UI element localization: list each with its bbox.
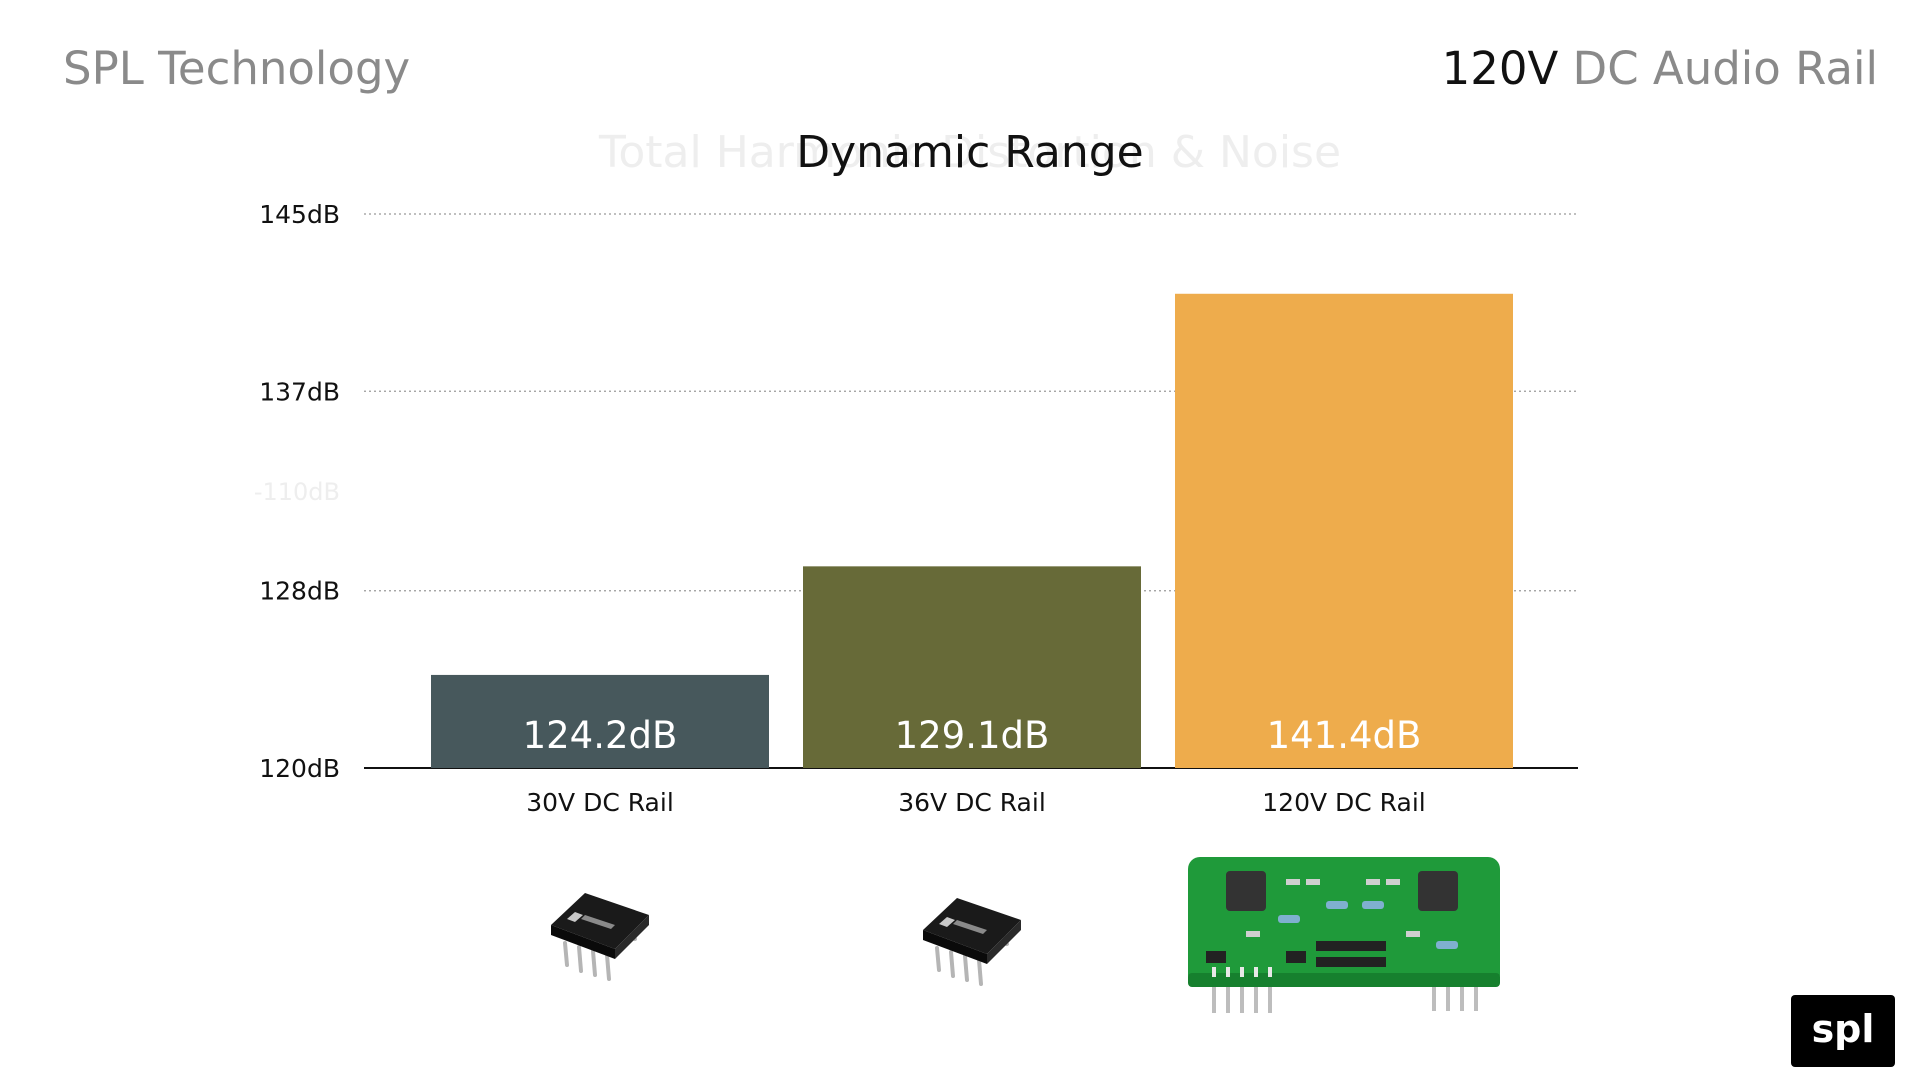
y-tick-label: 137dB [259,377,340,406]
label-layer: 124.2dB 30V DC Rail 129.1dB 36V DC Rail 141.… [523,714,1426,817]
y-tick-label: 128dB [259,577,340,606]
bar [1175,293,1513,768]
x-category-label: 30V DC Rail [526,788,674,817]
spl-logo-icon: spl [1812,1007,1875,1051]
rail-title: 120V DC Audio Rail [1442,42,1878,95]
bar [431,674,769,768]
circuit-board-image [1186,855,1502,1029]
x-category-label: 36V DC Rail [898,788,1046,817]
faded-y-tick: -110dB [254,478,340,506]
x-category-label: 120V DC Rail [1262,788,1425,817]
circuit-board-icon [1188,857,1500,1013]
brand-title: SPL Technology [63,42,411,95]
y-tick-label: 145dB [259,200,340,229]
rail-title-highlight: 120V [1441,42,1559,95]
rail-title-rest: DC Audio Rail [1558,42,1878,95]
ic-chip-icon [551,893,649,981]
spl-logo-text: spl [1812,1007,1875,1051]
ic-chip-icon [923,898,1021,986]
bar [803,566,1141,768]
bar-value-label: 124.2dB [523,714,678,757]
spl-logo: spl [1791,995,1895,1067]
y-tick-label: 120dB [259,754,340,783]
ic-chip-image [917,890,1027,994]
faded-chart-title: Total Harmonic Distortion & Noise [598,127,1341,178]
chart-title: Dynamic Range [796,127,1144,178]
bar-layer [431,293,1513,768]
ic-chip-image [545,885,655,989]
bar-value-label: 141.4dB [1267,714,1422,757]
bar-value-label: 129.1dB [895,714,1050,757]
